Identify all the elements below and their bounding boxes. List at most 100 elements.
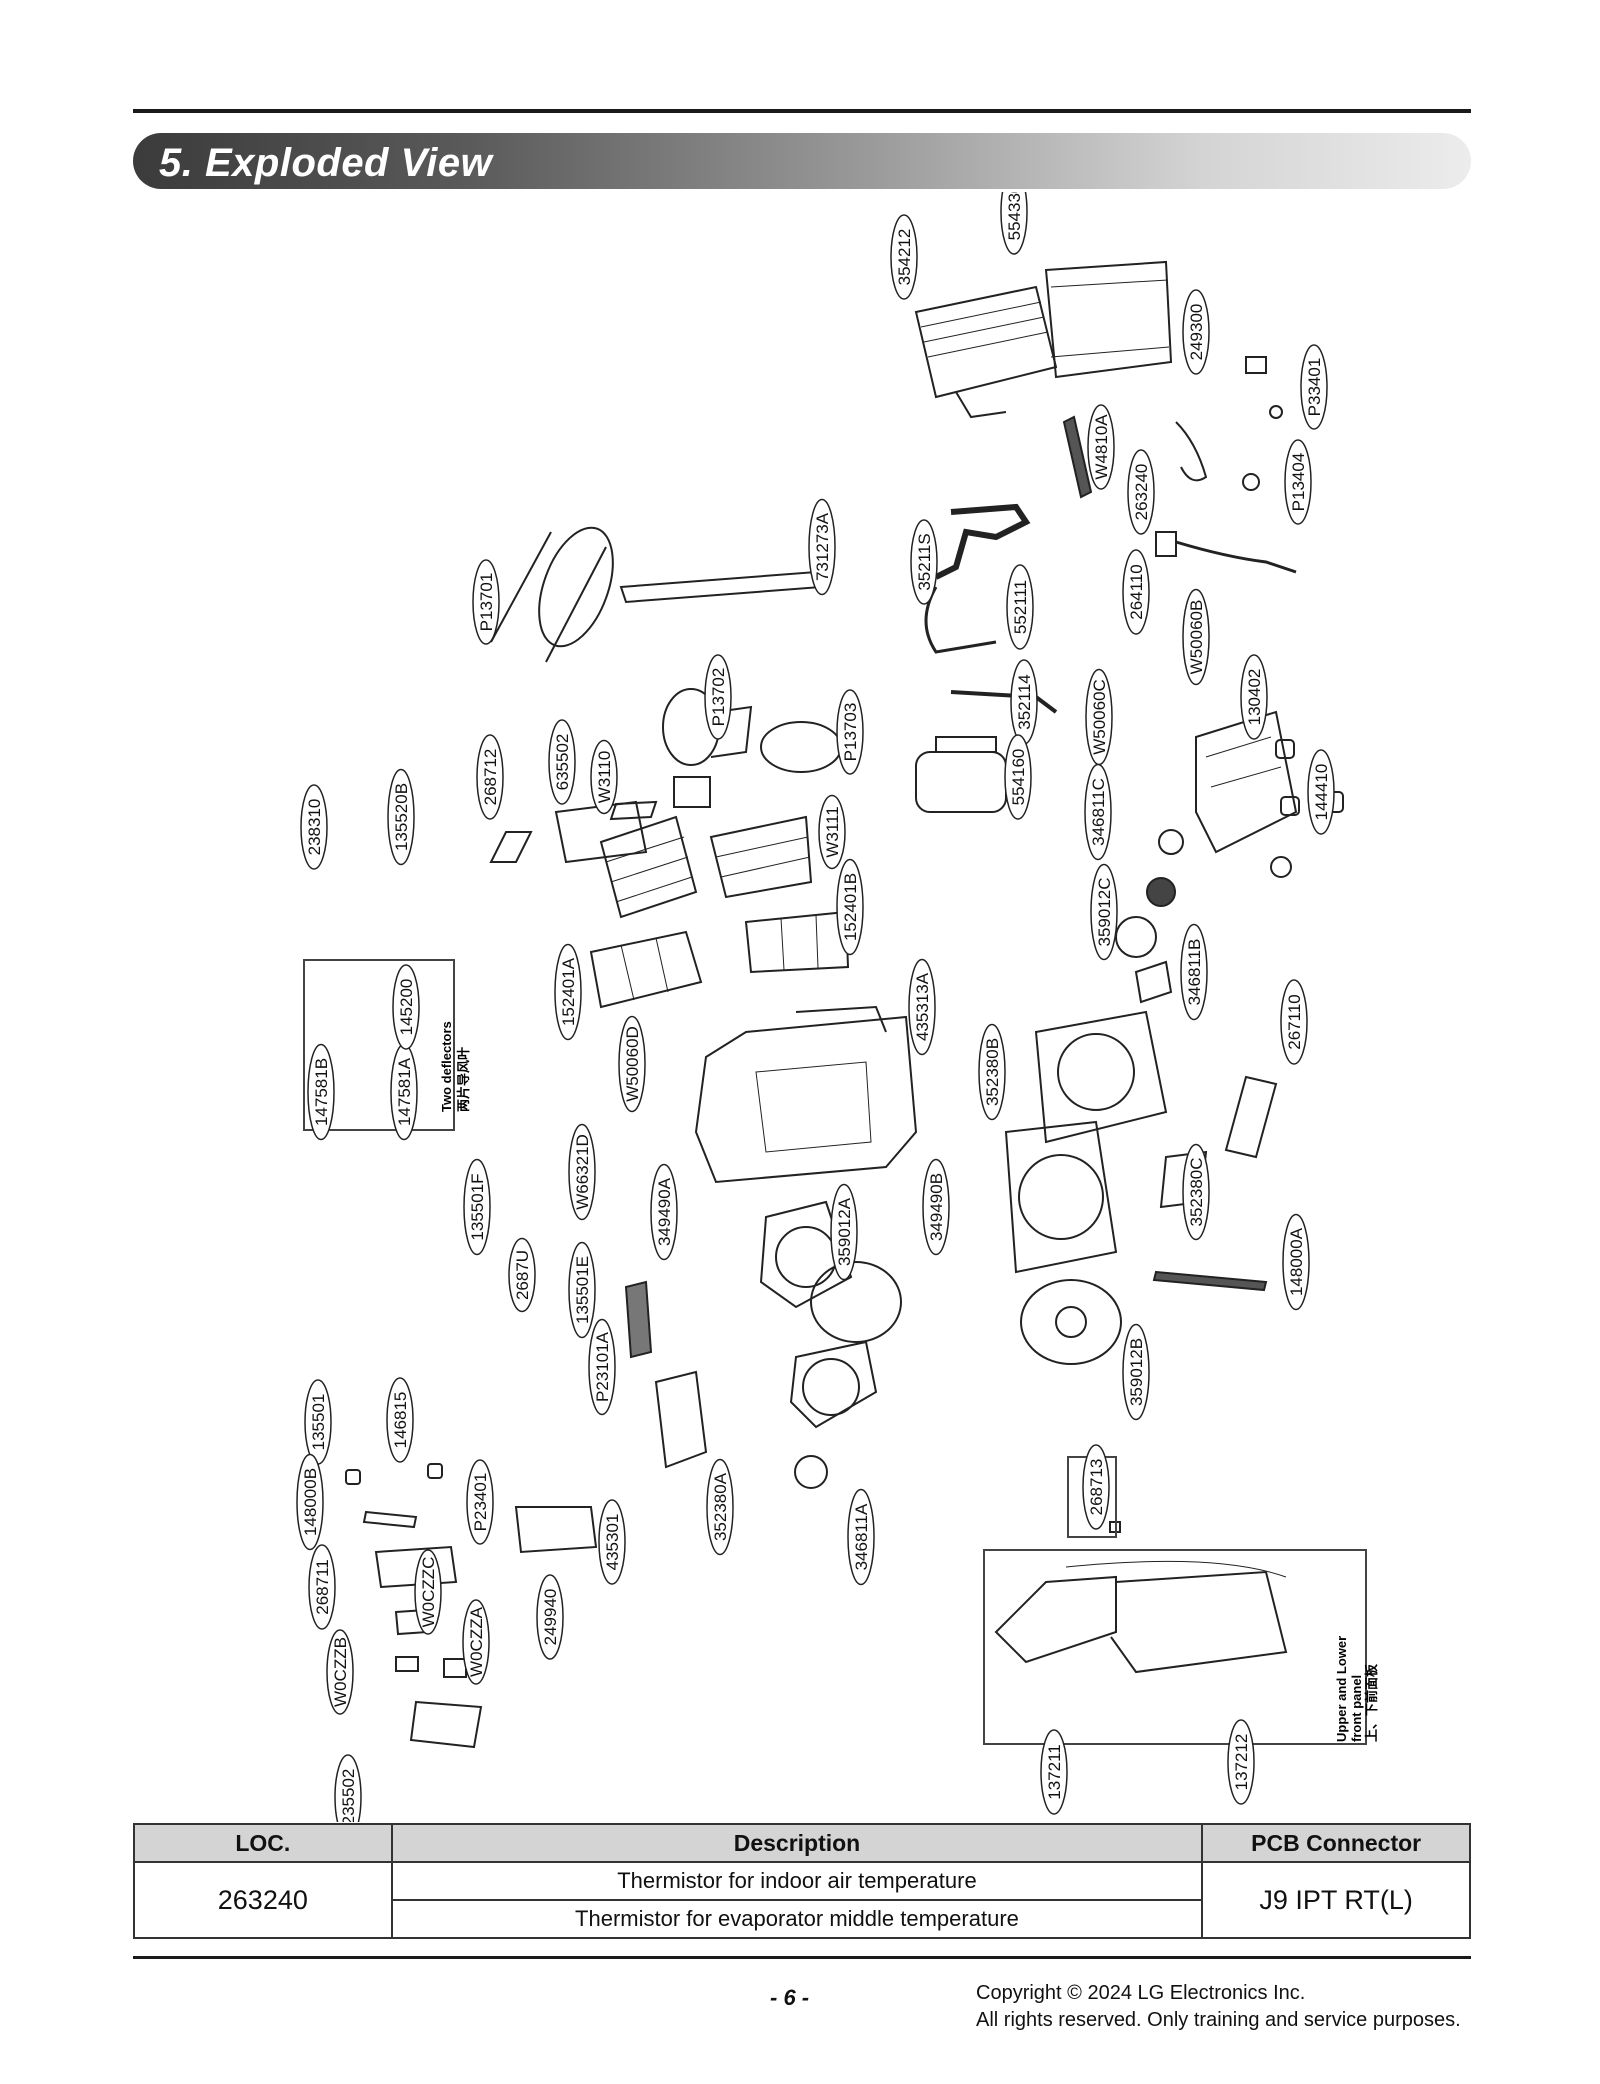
callout-label: P23101A	[593, 1331, 612, 1402]
callout-label: 135501F	[468, 1173, 487, 1240]
callout-bubble	[1087, 404, 1115, 490]
callout-label: 238310	[305, 799, 324, 856]
callout-label: 268713	[1087, 1459, 1106, 1516]
callout-label: 554330	[1005, 192, 1024, 240]
callout-354212: 354212	[890, 214, 918, 300]
callout-349490b: 349490B	[922, 1158, 950, 1256]
callout-bubble	[618, 1015, 646, 1113]
callout-label: 346811A	[852, 1503, 871, 1570]
callout-label: P13703	[841, 703, 860, 762]
top-rule	[133, 109, 1471, 113]
callout-249300: 249300	[1182, 289, 1210, 375]
callout-label: 435301	[603, 1514, 622, 1571]
copyright-line2: All rights reserved. Only training and s…	[976, 2009, 1461, 2031]
callout-label: W4810A	[1092, 414, 1111, 480]
callout-359012b: 359012B	[1122, 1323, 1150, 1421]
callout-label: 152401B	[841, 873, 860, 941]
table-row: Thermistor for evaporator middle tempera…	[134, 1899, 1470, 1939]
callout-label: 359012A	[835, 1197, 854, 1266]
callout-249940: 249940	[536, 1574, 564, 1660]
callout-bubble	[326, 1629, 354, 1715]
callout-label: 148000A	[1287, 1227, 1306, 1296]
panel-note-line3: 上、下前面板	[1364, 1663, 1379, 1742]
callout-435301: 435301	[598, 1499, 626, 1585]
callout-bubble	[1182, 1143, 1210, 1241]
callout-137211: 137211	[1040, 1729, 1068, 1815]
callout-bubble	[836, 689, 864, 775]
inset-boxes	[303, 959, 1367, 1745]
callout-label: 2687U	[513, 1250, 532, 1300]
panel-note-line1: Upper and Lower	[1334, 1636, 1349, 1742]
callout-label: W50060D	[623, 1026, 642, 1102]
callout-w0czzc: W0CZZC	[414, 1549, 442, 1635]
callout-bubble	[1280, 979, 1308, 1065]
callout-135501: 135501	[304, 1379, 332, 1465]
callout-346811b: 346811B	[1180, 923, 1208, 1021]
callout-bubble	[590, 739, 618, 815]
callout-bubble	[910, 519, 938, 605]
callout-bubble	[598, 1499, 626, 1585]
callout-bubble	[1122, 549, 1150, 635]
callout-label: W0CZZA	[467, 1606, 486, 1677]
callout-bubble	[706, 1458, 734, 1556]
callout-label: 554160	[1009, 749, 1028, 806]
callout-268712: 268712	[476, 734, 504, 820]
callout-label: W0CZZC	[419, 1557, 438, 1628]
callout-bubble	[1300, 344, 1328, 430]
callout-bubble	[1090, 863, 1118, 961]
callout-label: 352380C	[1187, 1157, 1206, 1226]
callout-label: W0CZZB	[331, 1637, 350, 1707]
callout-152401a: 152401A	[554, 943, 582, 1041]
callout-bubble	[1082, 1444, 1110, 1530]
callout-label: 552111	[1011, 580, 1030, 634]
callout-label: W66321D	[573, 1134, 592, 1210]
callout-label: 354212	[895, 229, 914, 286]
callout-349490a: 349490A	[650, 1163, 678, 1261]
callout-bubble	[978, 1023, 1006, 1121]
callout-352380b: 352380B	[978, 1023, 1006, 1121]
callout-bubble	[1180, 923, 1208, 1021]
callout-label: 352114	[1015, 674, 1034, 729]
callout-bubble	[808, 498, 836, 596]
callout-label: W3111	[823, 806, 842, 857]
callout-bubble	[472, 559, 500, 645]
callout-label: 731273A	[813, 512, 832, 581]
callout-bubble	[308, 1544, 336, 1630]
page-number: - 6 -	[770, 1985, 810, 2010]
callout-bubble	[847, 1488, 875, 1586]
callout-bubble	[386, 1377, 414, 1463]
callout-bubble	[387, 768, 415, 866]
callout-label: 346811B	[1185, 939, 1204, 1006]
callout-w50060d: W50060D	[618, 1015, 646, 1113]
callout-552111: 552111	[1006, 564, 1034, 650]
callout-359012a: 359012A	[830, 1183, 858, 1281]
callout-w50060b: W50060B	[1182, 588, 1210, 686]
callout-w0czza: W0CZZA	[462, 1599, 490, 1685]
callout-147581a: 147581A	[390, 1043, 418, 1141]
callout-label: 268711	[313, 1559, 332, 1614]
callout-2687u: 2687U	[508, 1237, 536, 1313]
callout-label: 130402	[1245, 669, 1264, 726]
callout-label: P33401	[1305, 358, 1324, 417]
callout-bubble	[1284, 439, 1312, 525]
callout-235502: 235502	[334, 1754, 362, 1840]
callout-label: 268712	[481, 749, 500, 806]
callout-bubble	[568, 1241, 596, 1339]
callout-bubble	[922, 1158, 950, 1256]
bottom-rule	[133, 1956, 1471, 1959]
table-header-row: LOC. Description PCB Connector	[133, 1823, 1471, 1863]
callout-label: 346811C	[1089, 778, 1108, 846]
callout-label: 145200	[397, 979, 416, 1036]
callout-label: 137211	[1045, 1744, 1064, 1799]
section-title-bar: 5. Exploded View	[133, 133, 1471, 189]
callout-bubble	[307, 1043, 335, 1141]
callout-135501f: 135501F	[463, 1158, 491, 1256]
callout-bubble	[466, 1459, 494, 1545]
callout-label: 349490A	[655, 1177, 674, 1246]
callout-p13703: P13703	[836, 689, 864, 775]
deflector-note-en: Two deflectors	[439, 1021, 454, 1112]
callout-label: 135501E	[573, 1256, 592, 1324]
callout-435313a: 435313A	[908, 958, 936, 1056]
callout-135501e: 135501E	[568, 1241, 596, 1339]
